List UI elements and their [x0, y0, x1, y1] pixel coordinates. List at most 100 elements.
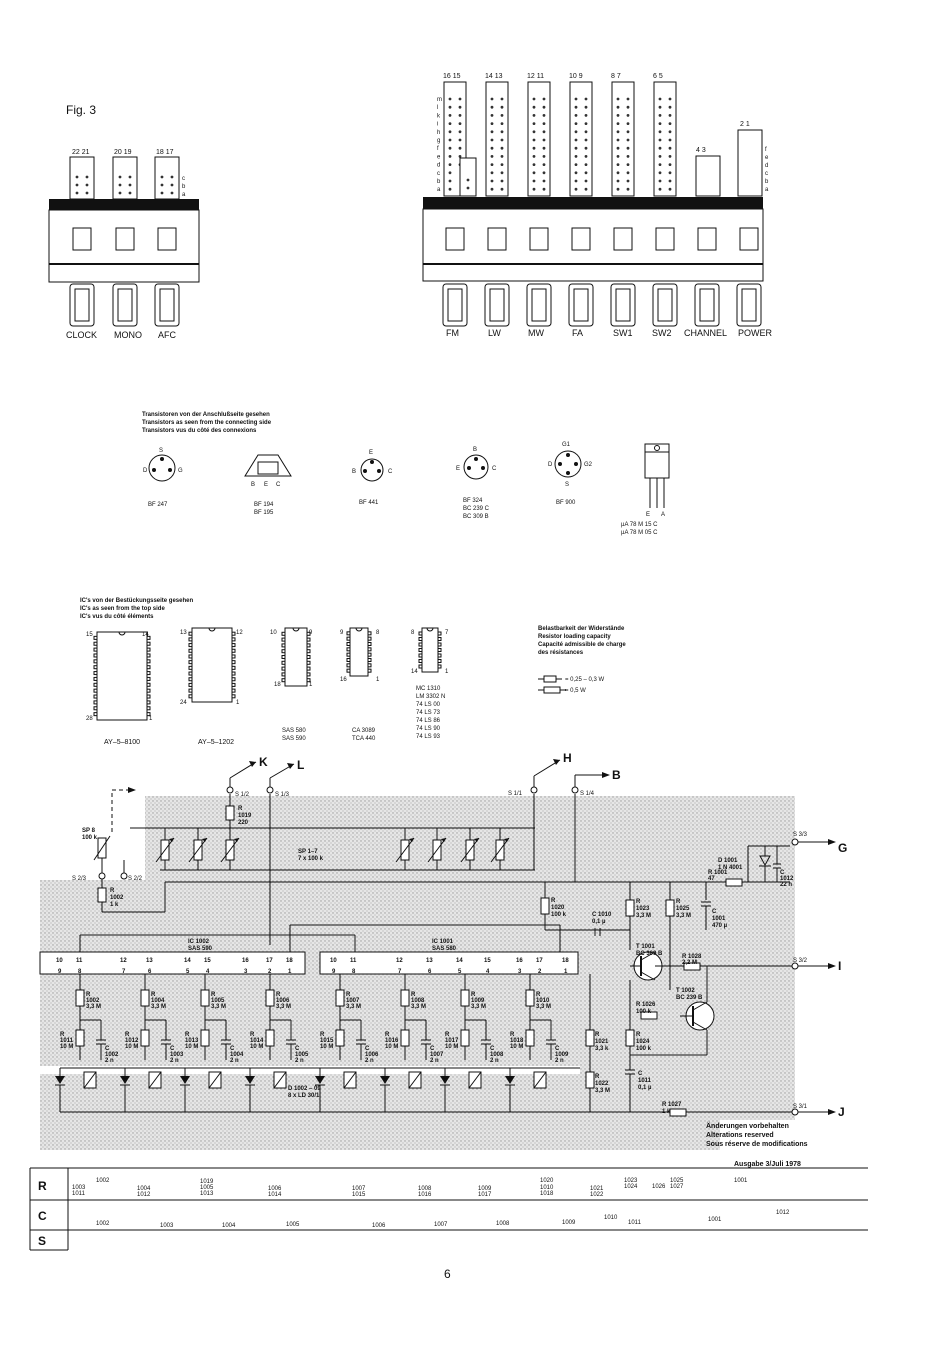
c-number-6: 1008 — [490, 1052, 504, 1058]
r1025-value: 3,3 M — [676, 913, 691, 919]
bf324-pin-e: E — [456, 466, 460, 472]
ic1002-pin-bot-5: 4 — [206, 969, 210, 975]
r1021-value: 3,3 k — [595, 1046, 609, 1052]
r-lower-label-4: R — [320, 1032, 325, 1038]
ic1002-pin-bot-1: 8 — [78, 969, 82, 975]
bf247-name: BF 247 — [148, 502, 168, 508]
ic1001-pin-bot-4: 5 — [458, 969, 462, 975]
c-value-1: 2 n — [170, 1058, 179, 1064]
r-lower-value-2: 10 M — [185, 1044, 198, 1050]
small-row-d: d — [765, 163, 768, 169]
c-number-1: 1003 — [170, 1052, 184, 1058]
r-upper-label-1: R — [151, 992, 156, 998]
r-upper-label-3: R — [276, 992, 281, 998]
r1024-number: 1024 — [636, 1039, 650, 1045]
r-lower-number-4: 1015 — [320, 1038, 334, 1044]
ic1002-pin-top-3: 13 — [146, 958, 153, 964]
r1002-number: 1002 — [110, 895, 124, 901]
c1010-label: C 1010 — [592, 912, 612, 918]
ic-heading-fr: IC's vus du côté éléments — [80, 614, 154, 620]
ic1001-pin-top-7: 17 — [536, 958, 543, 964]
small-row-c: c — [765, 171, 768, 177]
bf900-pin-g1: G1 — [562, 442, 571, 448]
resistor-load-025: = 0,25 – 0,3 W — [565, 677, 605, 683]
label-channel: CHANNEL — [684, 328, 727, 338]
table-r-14: 1009 — [478, 1186, 492, 1192]
table-c-11: 1012 — [776, 1210, 790, 1216]
ic2-pin-top-right: 12 — [236, 630, 243, 636]
right-row-f: f — [437, 146, 439, 152]
table-r-15: 1017 — [478, 1192, 492, 1198]
label-afc: AFC — [158, 330, 177, 340]
right-row-e: e — [437, 154, 441, 160]
r-lower-value-5: 10 M — [385, 1044, 398, 1050]
table-key-c: C — [38, 1209, 47, 1223]
ic1001-pin-bot-3: 6 — [428, 969, 432, 975]
r1020-value: 100 k — [551, 912, 567, 918]
ic4-pin-top-left: 9 — [340, 630, 344, 636]
ic1001-pin-bot-7: 2 — [538, 969, 542, 975]
c-value-4: 2 n — [365, 1058, 374, 1064]
table-r-20: 1022 — [590, 1192, 604, 1198]
ic1-pin-top-left: 15 — [86, 632, 93, 638]
table-r-9: 1014 — [268, 1192, 282, 1198]
r-upper-value-6: 3,3 M — [471, 1004, 486, 1010]
table-r-19: 1021 — [590, 1186, 604, 1192]
c-label-0: C — [105, 1046, 110, 1052]
ua78-pin-e: E — [646, 512, 650, 518]
c-label-1: C — [170, 1046, 175, 1052]
right-row-m: m — [437, 97, 442, 103]
ic5-name-3: 74 LS 73 — [416, 710, 441, 716]
ic1001-pin-bot-2: 7 — [398, 969, 402, 975]
table-key-s: S — [38, 1234, 46, 1248]
bf324-pin-b: B — [473, 447, 477, 453]
table-c-8: 1010 — [604, 1215, 618, 1221]
r1019-value: 220 — [238, 820, 249, 826]
r-upper-value-0: 3,3 M — [86, 1004, 101, 1010]
c1012-label: C — [780, 870, 785, 876]
bf900-pin-g2: G2 — [584, 462, 593, 468]
connector-k: K — [259, 755, 268, 769]
ic1001-pin-top-3: 13 — [426, 958, 433, 964]
r-upper-label-7: R — [536, 992, 541, 998]
r-upper-label-4: R — [346, 992, 351, 998]
r1023-number: 1023 — [636, 906, 650, 912]
r-lower-value-4: 10 M — [320, 1044, 333, 1050]
switch-s2-3: S 2/3 — [72, 876, 87, 882]
page-number: 6 — [444, 1267, 451, 1281]
right-row-h: h — [437, 130, 440, 136]
table-r-5: 1019 — [200, 1179, 214, 1185]
ic3-pin-top-left: 10 — [270, 630, 277, 636]
table-r-6: 1005 — [200, 1185, 214, 1191]
r-lower-label-7: R — [510, 1032, 515, 1038]
ic1001-pin-top-8: 18 — [562, 958, 569, 964]
bf194-pin-b: B — [251, 482, 255, 488]
right-pin-pair-4: 10 9 — [569, 73, 583, 80]
c1011-number: 1011 — [638, 1078, 652, 1084]
bf194-pin-e: E — [264, 482, 268, 488]
r1001-value: 47 — [708, 876, 715, 882]
label-lw: LW — [488, 328, 501, 338]
c-label-3: C — [295, 1046, 300, 1052]
ua78-pin-a: A — [661, 512, 665, 518]
ic1-name-0: AY–5–8100 — [104, 739, 140, 746]
ic5-pin-bottom-left: 14 — [411, 669, 418, 675]
r1022-number: 1022 — [595, 1081, 609, 1087]
r-upper-number-4: 1007 — [346, 998, 360, 1004]
d1001-label: D 1001 — [718, 858, 738, 864]
ic4-pin-bottom-right: 1 — [376, 677, 380, 683]
label-fa: FA — [572, 328, 583, 338]
small-row-f: f — [765, 147, 767, 153]
table-r-16: 1020 — [540, 1178, 554, 1184]
c1001-label: C — [712, 909, 717, 915]
c-value-0: 2 n — [105, 1058, 114, 1064]
r-upper-label-2: R — [211, 992, 216, 998]
r-upper-number-2: 1005 — [211, 998, 225, 1004]
ic-pinouts: IC's von der Bestückungsseite gesehen IC… — [80, 598, 449, 746]
switch-s3-1: S 3/1 — [793, 1104, 808, 1110]
ic5-name-4: 74 LS 86 — [416, 718, 441, 724]
r-upper-number-5: 1008 — [411, 998, 425, 1004]
right-row-b: b — [437, 179, 441, 185]
c-number-3: 1005 — [295, 1052, 309, 1058]
c1012-number: 1012 — [780, 876, 794, 882]
